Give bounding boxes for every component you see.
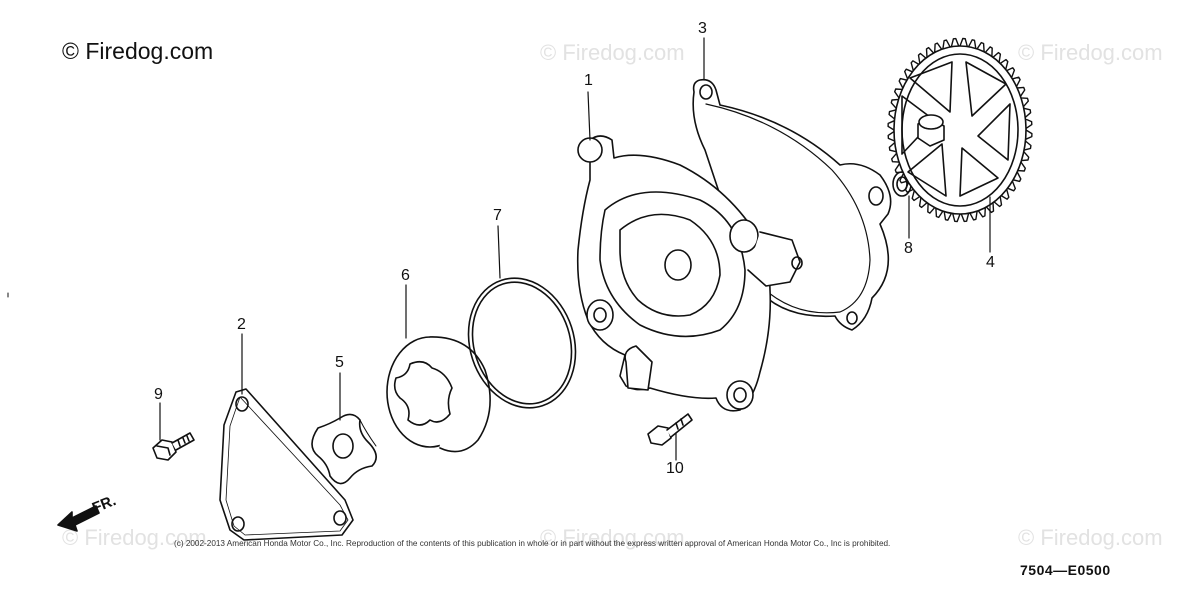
part-10-bolt: [647, 413, 693, 446]
part-3-gasket: [692, 78, 892, 331]
watermark-top-right: © Firedog.com: [1018, 40, 1163, 65]
part-2-cover-plate: [219, 388, 354, 541]
callout-10: 10: [666, 460, 684, 477]
callout-3: 3: [698, 20, 707, 37]
callout-9: 9: [154, 386, 163, 403]
watermark-bottom-left: © Firedog.com: [62, 525, 207, 550]
callout-2: 2: [237, 316, 246, 333]
part-7-o-ring: [467, 277, 577, 409]
watermark-bottom-center: © Firedog.com: [540, 525, 685, 550]
callout-4: 4: [986, 254, 995, 271]
callout-7: 7: [493, 207, 502, 224]
part-9-bolt: [152, 432, 195, 461]
part-1-pump-body: [576, 135, 803, 412]
callout-5: 5: [335, 354, 344, 371]
watermark-bottom-right: © Firedog.com: [1018, 525, 1163, 550]
part-4-gear: [887, 37, 1033, 223]
brand-title: © Firedog.com: [62, 38, 214, 64]
diagram-code: 7504—E0500: [1020, 562, 1111, 578]
front-direction-arrow: [57, 505, 100, 532]
callout-6: 6: [401, 267, 410, 284]
callout-8: 8: [904, 240, 913, 257]
callout-1: 1: [584, 72, 593, 89]
copyright-notice: (c) 2002-2013 American Honda Motor Co., …: [174, 539, 891, 548]
watermark-top-center: © Firedog.com: [540, 40, 685, 65]
part-5-inner-rotor: [311, 413, 377, 485]
leader-lines: [159, 37, 991, 461]
